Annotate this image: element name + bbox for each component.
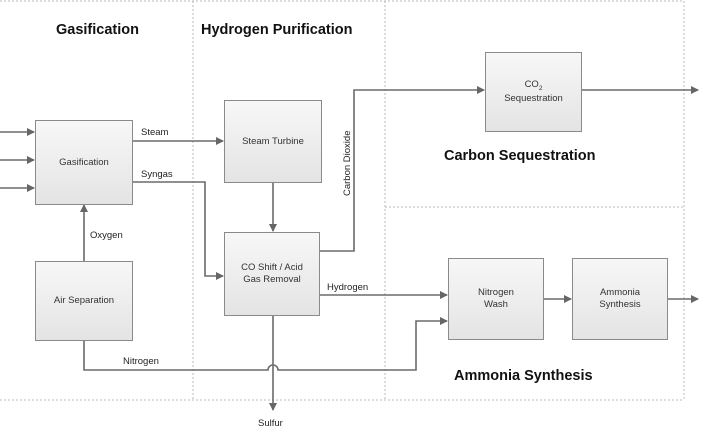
nitrogen-label: Nitrogen	[123, 356, 159, 367]
gasification-box-label: Gasification	[59, 156, 109, 168]
air-separation-box: Air Separation	[35, 261, 133, 341]
sulfur-label: Sulfur	[258, 418, 283, 429]
steam-label: Steam	[141, 127, 169, 138]
co2-label-subscript: 2	[538, 84, 543, 92]
carbon-dioxide-arrow	[320, 86, 485, 252]
co2-label-line2: Sequestration	[504, 93, 563, 105]
section-title-hydrogen-purification: Hydrogen Purification	[201, 22, 353, 38]
steam-turbine-box-label: Steam Turbine	[242, 135, 304, 147]
nitrogen-wash-label-line1: Nitrogen	[478, 287, 514, 299]
section-title-gasification: Gasification	[56, 22, 139, 38]
ammonia-synthesis-label-line1: Ammonia	[599, 287, 641, 299]
carbon-dioxide-label: Carbon Dioxide	[342, 130, 353, 196]
oxygen-label: Oxygen	[90, 230, 123, 241]
co-shift-label-line2: Gas Removal	[243, 274, 301, 285]
syngas-arrow	[133, 181, 224, 280]
section-title-ammonia-synthesis: Ammonia Synthesis	[454, 368, 593, 384]
steam-turbine-box: Steam Turbine	[224, 100, 322, 183]
syngas-label: Syngas	[141, 169, 173, 180]
air-separation-box-label: Air Separation	[53, 295, 115, 307]
gasification-box: Gasification	[35, 120, 133, 205]
nitrogen-arrow	[83, 317, 448, 371]
section-title-carbon-sequestration: Carbon Sequestration	[444, 148, 596, 164]
section-borders	[0, 0, 685, 401]
co2-label-prefix: CO	[524, 79, 539, 91]
ammonia-synthesis-label-line2: Synthesis	[599, 299, 641, 310]
hydrogen-label: Hydrogen	[327, 282, 369, 293]
nitrogen-wash-label-line2: Wash	[484, 299, 508, 310]
co-shift-label-line1: CO Shift / Acid	[241, 262, 303, 274]
